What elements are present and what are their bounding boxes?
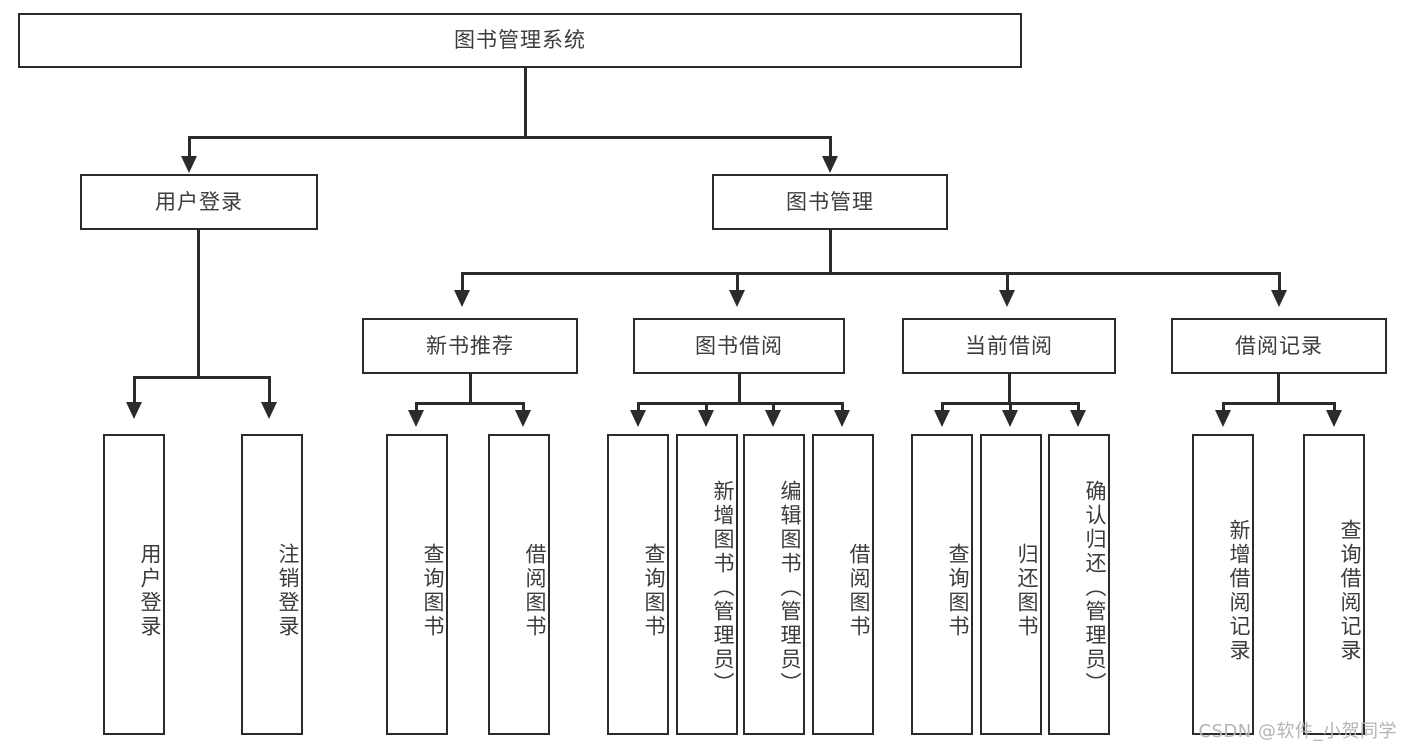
arrow-head-cb-leaf-1 (934, 410, 950, 427)
connector-drop-bb-leaf-3 (772, 402, 775, 416)
connector-borrow-record-stem (1277, 374, 1280, 404)
connector-root-stem (524, 68, 527, 138)
connector-drop-cb-leaf-2 (1009, 402, 1012, 416)
leaf-br-add-record[interactable]: 新增借阅记录 (1192, 434, 1254, 735)
connector-current-borrow-stem (1008, 374, 1011, 404)
arrow-head-book-manage (822, 156, 838, 173)
node-label: 借阅记录 (1235, 333, 1323, 358)
leaf-bb-borrow-book[interactable]: 借阅图书 (812, 434, 874, 735)
arrow-head-cb-leaf-3 (1070, 410, 1086, 427)
connector-new-book-stem (469, 374, 472, 404)
node-book-borrow[interactable]: 图书借阅 (633, 318, 845, 374)
node-label: 确认归还（管理员） (1083, 479, 1107, 696)
node-label: 查询图书 (421, 542, 445, 639)
connector-drop-book-borrow (736, 272, 739, 294)
node-root-library-system[interactable]: 图书管理系统 (18, 13, 1022, 68)
leaf-user-login[interactable]: 用户登录 (103, 434, 165, 735)
arrow-head-bb-leaf-4 (834, 410, 850, 427)
leaf-bb-add-book-admin[interactable]: 新增图书（管理员） (676, 434, 738, 735)
arrow-head-current-borrow (999, 290, 1015, 307)
node-label: 查询借阅记录 (1338, 518, 1362, 663)
arrow-head-bb-leaf-1 (630, 410, 646, 427)
connector-drop-br-leaf-1 (1222, 402, 1225, 416)
leaf-nb-query-book[interactable]: 查询图书 (386, 434, 448, 735)
connector-drop-nb-leaf-1 (415, 402, 418, 416)
connector-drop-bb-leaf-2 (705, 402, 708, 416)
arrow-head-nb-leaf-2 (515, 410, 531, 427)
leaf-bb-query-book[interactable]: 查询图书 (607, 434, 669, 735)
node-label: 查询图书 (946, 542, 970, 639)
leaf-logout[interactable]: 注销登录 (241, 434, 303, 735)
node-label: 新增图书（管理员） (711, 479, 735, 696)
connector-drop-book-manage (829, 136, 832, 160)
connector-drop-borrow-record (1278, 272, 1281, 294)
node-label: 查询图书 (642, 542, 666, 639)
arrow-head-bb-leaf-2 (698, 410, 714, 427)
node-label: 图书管理 (786, 189, 874, 214)
node-label: 用户登录 (138, 542, 162, 639)
node-label: 新增借阅记录 (1227, 518, 1251, 663)
node-label: 借阅图书 (847, 542, 871, 639)
connector-new-book-bus (415, 402, 525, 405)
node-label: 图书管理系统 (454, 28, 586, 53)
arrow-head-nb-leaf-1 (408, 410, 424, 427)
node-current-borrow[interactable]: 当前借阅 (902, 318, 1116, 374)
connector-book-manage-stem (829, 230, 832, 274)
connector-drop-bb-leaf-4 (841, 402, 844, 416)
connector-drop-current-borrow (1006, 272, 1009, 294)
node-user-login[interactable]: 用户登录 (80, 174, 318, 230)
arrow-head-user-login (181, 156, 197, 173)
node-label: 注销登录 (276, 542, 300, 639)
node-new-book-recommend[interactable]: 新书推荐 (362, 318, 578, 374)
node-label: 借阅图书 (523, 542, 547, 639)
node-label: 用户登录 (155, 189, 243, 214)
leaf-bb-edit-book-admin[interactable]: 编辑图书（管理员） (743, 434, 805, 735)
leaf-cb-return-book[interactable]: 归还图书 (980, 434, 1042, 735)
connector-drop-leaf-user-login (133, 376, 136, 406)
node-label: 图书借阅 (695, 333, 783, 358)
connector-drop-nb-leaf-2 (522, 402, 525, 416)
connector-drop-bb-leaf-1 (637, 402, 640, 416)
arrow-head-br-leaf-1 (1215, 410, 1231, 427)
node-label: 当前借阅 (965, 333, 1053, 358)
node-borrow-record[interactable]: 借阅记录 (1171, 318, 1387, 374)
connector-drop-new-book (461, 272, 464, 294)
connector-book-borrow-bus (637, 402, 844, 405)
connector-drop-cb-leaf-1 (941, 402, 944, 416)
connector-root-bus (188, 136, 832, 139)
arrow-head-br-leaf-2 (1326, 410, 1342, 427)
arrow-head-book-borrow (729, 290, 745, 307)
node-label: 新书推荐 (426, 333, 514, 358)
connector-user-login-stem (197, 230, 200, 378)
node-label: 归还图书 (1015, 542, 1039, 639)
leaf-nb-borrow-book[interactable]: 借阅图书 (488, 434, 550, 735)
connector-book-manage-bus (461, 272, 1281, 275)
connector-drop-leaf-logout (268, 376, 271, 406)
connector-borrow-record-bus (1222, 402, 1336, 405)
arrow-head-borrow-record (1271, 290, 1287, 307)
leaf-cb-confirm-return-admin[interactable]: 确认归还（管理员） (1048, 434, 1110, 735)
arrow-head-new-book (454, 290, 470, 307)
connector-drop-br-leaf-2 (1333, 402, 1336, 416)
connector-book-borrow-stem (738, 374, 741, 404)
node-book-management[interactable]: 图书管理 (712, 174, 948, 230)
connector-user-login-bus (133, 376, 270, 379)
leaf-cb-query-book[interactable]: 查询图书 (911, 434, 973, 735)
arrow-head-leaf-logout (261, 402, 277, 419)
arrow-head-leaf-user-login (126, 402, 142, 419)
leaf-br-query-record[interactable]: 查询借阅记录 (1303, 434, 1365, 735)
node-label: 编辑图书（管理员） (778, 479, 802, 696)
arrow-head-bb-leaf-3 (765, 410, 781, 427)
connector-drop-user-login (188, 136, 191, 160)
connector-drop-cb-leaf-3 (1077, 402, 1080, 416)
arrow-head-cb-leaf-2 (1002, 410, 1018, 427)
